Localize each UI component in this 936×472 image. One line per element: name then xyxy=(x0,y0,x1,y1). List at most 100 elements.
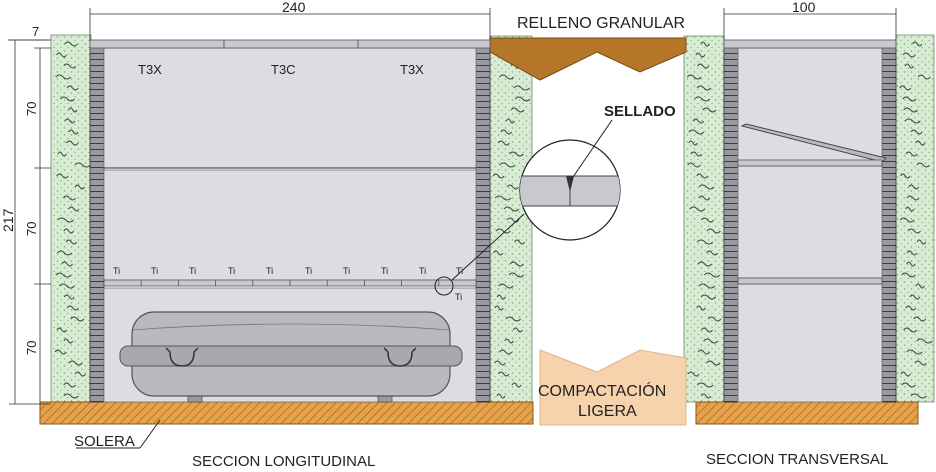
longitudinal-niche: T3X T3C T3X Ti Ti Ti Ti Ti Ti Ti Ti Ti T… xyxy=(89,39,491,403)
detail-target-circle xyxy=(434,276,454,296)
soil-texture-mark xyxy=(690,151,702,157)
soil-texture-mark xyxy=(511,382,522,388)
soil-texture-mark xyxy=(59,96,75,102)
caption-transversal: SECCION TRANSVERSAL xyxy=(706,451,888,468)
soil-texture-mark xyxy=(63,338,74,344)
longitudinal-wall-right xyxy=(475,45,491,403)
slab-label-t3x-left: T3X xyxy=(138,62,162,77)
solera-base-left xyxy=(39,401,534,425)
soil-texture-mark xyxy=(910,393,927,399)
soil-texture-mark xyxy=(703,272,721,278)
soil-texture-mark xyxy=(900,371,911,377)
ti-label: Ti xyxy=(305,266,312,276)
soil-texture-mark xyxy=(686,74,702,80)
soil-texture-mark xyxy=(499,349,513,355)
ti-label: Ti xyxy=(419,266,426,276)
soil-texture-mark xyxy=(687,162,701,168)
soil-texture-mark xyxy=(905,151,918,157)
soil-texture-mark xyxy=(915,140,926,146)
transversal-level-3 xyxy=(737,283,883,403)
solera-label: SOLERA xyxy=(74,433,135,450)
soil-texture-mark xyxy=(58,283,75,289)
soil-texture-mark xyxy=(903,327,918,333)
soil-texture-mark xyxy=(512,327,523,333)
soil-texture-mark xyxy=(906,261,916,267)
soil-texture-mark xyxy=(688,140,698,146)
tilted-slab xyxy=(740,123,887,163)
soil-texture-mark xyxy=(510,107,525,113)
soil-texture-mark xyxy=(57,217,74,223)
soil-texture-mark xyxy=(905,206,915,212)
dimension-lines xyxy=(8,8,897,405)
soil-texture-mark xyxy=(493,250,504,256)
longitudinal-level-2 xyxy=(103,169,477,283)
soil-texture-mark xyxy=(700,294,716,300)
soil-texture-mark xyxy=(702,107,717,113)
sellado-detail: Ti SELLADO xyxy=(434,103,676,302)
soil-texture-mark xyxy=(506,217,520,223)
soil-texture-mark xyxy=(61,261,73,267)
soil-texture-mark xyxy=(692,118,705,124)
dimension-70-top: 70 xyxy=(24,102,39,116)
soil-texture-mark xyxy=(701,217,714,223)
soil-texture-mark xyxy=(492,173,505,179)
dimension-7: 7 xyxy=(32,24,39,39)
soil-texture-mark xyxy=(514,239,526,245)
ti-label: Ti xyxy=(113,266,120,276)
soil-texture-mark xyxy=(64,118,76,124)
soil-texture-mark xyxy=(513,85,530,91)
soil-texture-mark xyxy=(915,283,925,289)
compactacion-label-line2: LIGERA xyxy=(578,403,637,420)
dimension-100: 100 xyxy=(792,0,816,15)
soil-texture-mark xyxy=(698,195,711,201)
soil-texture-mark xyxy=(905,305,917,311)
soil-texture-mark xyxy=(688,129,705,135)
ti-label: Ti xyxy=(189,266,196,276)
soil-texture-mark xyxy=(68,107,78,113)
soil-texture-mark xyxy=(498,283,514,289)
soil-texture-mark xyxy=(696,85,712,91)
soil-texture-mark xyxy=(505,118,515,124)
soil-texture-mark xyxy=(494,360,506,366)
caption-longitudinal: SECCION LONGITUDINAL xyxy=(192,453,375,470)
soil-texture-mark xyxy=(689,206,706,212)
soil-texture-mark xyxy=(903,107,918,113)
soil-texture-mark xyxy=(496,393,506,399)
soil-texture-mark xyxy=(695,52,706,58)
soil-texture-mark xyxy=(912,41,923,47)
soil-texture-mark xyxy=(904,118,921,124)
soil-texture-mark xyxy=(697,63,710,69)
soil-texture-mark xyxy=(56,327,68,333)
ti-labels: Ti Ti Ti Ti Ti Ti Ti Ti Ti Ti xyxy=(113,266,463,276)
soil-texture-mark xyxy=(703,338,719,344)
transversal-top-slab xyxy=(723,39,897,49)
soil-texture-mark xyxy=(56,173,69,179)
soil-texture-mark xyxy=(504,338,514,344)
transversal-shelf-1 xyxy=(737,159,883,167)
soil-texture-mark xyxy=(700,327,713,333)
soil-texture-mark xyxy=(68,129,79,135)
soil-texture-mark xyxy=(505,316,521,322)
ti-label: Ti xyxy=(266,266,273,276)
soil-texture-mark xyxy=(68,360,83,366)
compactacion-ligera-fill xyxy=(539,349,687,426)
soil-texture-mark xyxy=(700,41,710,47)
soil-texture-mark xyxy=(899,85,912,91)
soil-texture-mark xyxy=(66,85,79,91)
soil-texture-mark xyxy=(55,272,72,278)
transversal-wall-right xyxy=(881,45,897,403)
soil-texture-mark xyxy=(916,338,933,344)
ti-label: Ti xyxy=(343,266,350,276)
soil-texture-mark xyxy=(497,140,510,146)
soil-texture-mark xyxy=(701,393,712,399)
soil-texture-mark xyxy=(906,250,918,256)
soil-left xyxy=(50,34,92,403)
soil-texture-mark xyxy=(706,250,719,256)
top-slab-right xyxy=(357,39,491,49)
soil-texture-mark xyxy=(509,261,524,267)
top-slab-center xyxy=(223,39,359,49)
soil-texture-mark xyxy=(913,316,926,322)
soil-texture-mark xyxy=(494,305,504,311)
soil-texture-mark xyxy=(63,294,75,300)
